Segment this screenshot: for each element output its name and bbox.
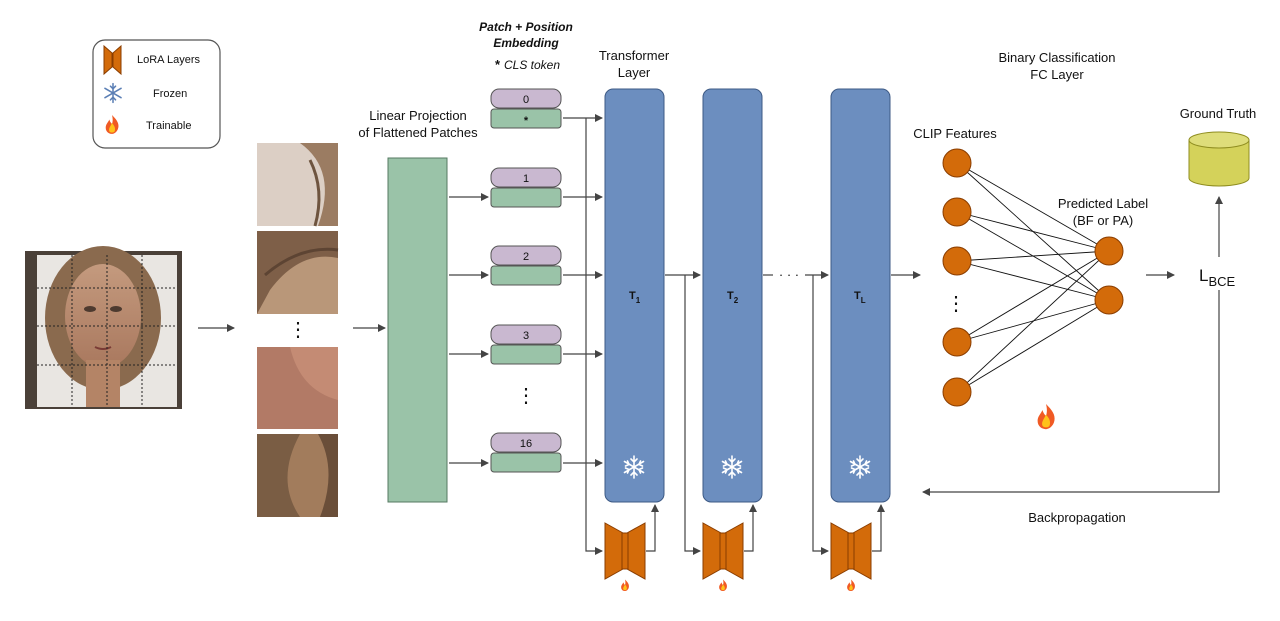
cls-star: * [495,57,501,72]
token-3: 3 [490,324,562,365]
output-node [1094,236,1124,266]
embedding-title-line2: Embedding [493,36,559,50]
transformer-title-line2: Layer [618,65,651,80]
predicted-label-line2: (BF or PA) [1073,213,1133,228]
lora-layers-icon [604,522,646,580]
token-1: 1 [490,167,562,208]
transformer-block-2: T2 [702,88,763,503]
fc-connections [956,162,1110,393]
classifier-title-line2: FC Layer [1030,67,1084,82]
token-16: 16 [490,432,562,473]
token-to-transformer-arrows [563,114,603,467]
svg-text:3: 3 [523,330,529,342]
patch-images: ⋮ [257,143,339,517]
patch-2 [257,231,339,314]
clip-feature-nodes [942,148,972,407]
patch-3 [257,347,338,429]
feature-node [942,377,972,407]
svg-text:*: * [524,115,529,127]
svg-text:1: 1 [523,173,529,185]
loss-label: LBCE [1199,266,1236,289]
backpropagation-arrow [922,290,1220,496]
transformer-block-1: T1 [604,88,665,503]
lora-module-2 [684,275,757,592]
embedding-title-line1: Patch + Position [479,20,573,34]
legend-box [92,39,221,149]
svg-text:T1: T1 [629,290,641,305]
patch-16 [257,434,338,517]
features-vdots: ⋮ [946,293,966,315]
svg-text:TL: TL [854,290,866,305]
legend-trainable-label: Trainable [146,120,191,132]
svg-text:0: 0 [523,94,529,106]
clip-features-label: CLIP Features [913,126,997,141]
svg-text:16: 16 [520,438,532,450]
projection-label-line2: of Flattened Patches [358,125,478,140]
feature-node [942,197,972,227]
transformer-title-line1: Transformer [599,48,670,63]
trainable-flame-icon [847,579,855,592]
backpropagation-label: Backpropagation [1028,510,1126,525]
transformer-block-L: TL [830,88,891,503]
linear-projection-block [387,157,448,503]
trainable-flame-icon [1037,404,1055,430]
legend-frozen-label: Frozen [153,88,187,100]
feature-node [942,327,972,357]
trainable-flame-icon [719,579,727,592]
predicted-label-line1: Predicted Label [1058,196,1148,211]
projection-to-token-arrows [449,193,489,467]
svg-text:T2: T2 [727,290,739,305]
legend: LoRA Layers Frozen Trainable [92,39,221,149]
patches-vdots: ⋮ [288,319,308,341]
output-nodes [1094,236,1124,315]
lora-layers-icon [830,522,872,580]
patch-1 [257,143,338,227]
token-2: 2 [490,245,562,286]
projection-label-line1: Linear Projection [369,108,467,123]
lora-layers-icon [702,522,744,580]
legend-lora-label: LoRA Layers [137,54,200,66]
svg-text:2: 2 [523,251,529,263]
ground-truth-label: Ground Truth [1180,106,1257,121]
classifier-title-line1: Binary Classification [998,50,1115,65]
frozen-snowflake-icon [104,82,122,104]
output-node [1094,285,1124,315]
input-face-image [25,246,182,409]
lora-module-L [812,275,885,592]
cls-note: CLS token [504,58,560,72]
lora-module-1 [585,118,659,592]
trainable-flame-icon [621,579,629,592]
lora-layers-icon [103,44,122,76]
transformer-ellipsis: · · · [779,267,799,282]
ground-truth-database-icon [1188,131,1250,187]
feature-node [942,246,972,276]
tokens-vdots: ⋮ [516,385,536,407]
feature-node [942,148,972,178]
token-0: 0 * [490,88,562,129]
